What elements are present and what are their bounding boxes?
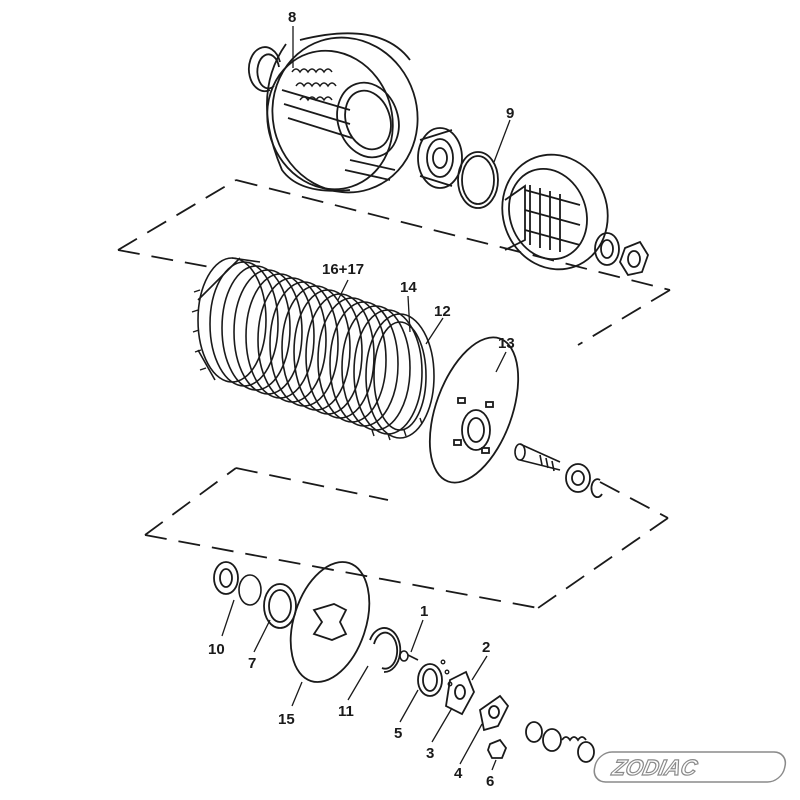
lower-assembly-boundary — [144, 467, 669, 609]
label-5: 5 — [394, 725, 402, 742]
label-10: 10 — [208, 641, 225, 658]
label-8: 8 — [288, 9, 296, 26]
spring-plate-15 — [289, 561, 371, 683]
label-13: 13 — [498, 335, 515, 352]
snap-ring-11 — [369, 627, 402, 673]
ramp-plate-3 — [445, 670, 475, 716]
hub-nut — [619, 240, 649, 277]
plate-stack — [197, 257, 435, 439]
leader-lines — [221, 26, 511, 771]
label-12: 12 — [434, 303, 451, 320]
screw-clip — [590, 478, 603, 499]
screw-bearing — [565, 463, 591, 493]
ring-5 — [417, 663, 443, 697]
clutch-hub — [501, 153, 609, 271]
label-4: 4 — [454, 765, 463, 782]
plate-teeth — [191, 289, 423, 441]
zodiac-logo: ZODIAC — [593, 751, 787, 783]
bearing-9 — [417, 127, 463, 189]
pressure-plate-13 — [428, 336, 520, 484]
label-7: 7 — [248, 655, 256, 672]
callout-labels: 8 9 16+17 14 12 13 1 2 10 7 15 11 5 3 4 … — [208, 9, 515, 790]
retaining-ring-9 — [457, 151, 499, 209]
lever-4 — [479, 694, 510, 732]
label-16-17: 16+17 — [322, 261, 364, 278]
label-9: 9 — [506, 105, 514, 122]
upper-assembly-boundary — [117, 179, 671, 346]
ring-10 — [238, 574, 262, 606]
label-15: 15 — [278, 711, 295, 728]
clutch-shell-drum — [266, 32, 419, 194]
bearing-7 — [263, 583, 297, 629]
adjusting-screw — [514, 443, 561, 472]
label-6: 6 — [486, 773, 494, 790]
hub-washer — [594, 232, 620, 266]
adjuster-parts — [525, 721, 595, 763]
label-2: 2 — [482, 639, 490, 656]
pin-1 — [399, 650, 419, 662]
spring-coils — [291, 68, 337, 102]
snap-ring-8 — [247, 46, 281, 93]
label-3: 3 — [426, 745, 434, 762]
nut-6 — [487, 738, 508, 759]
logo-text: ZODIAC — [609, 755, 700, 780]
bearing-10 — [213, 561, 239, 595]
label-1: 1 — [420, 603, 428, 620]
label-14: 14 — [400, 279, 417, 296]
label-11: 11 — [338, 703, 354, 720]
